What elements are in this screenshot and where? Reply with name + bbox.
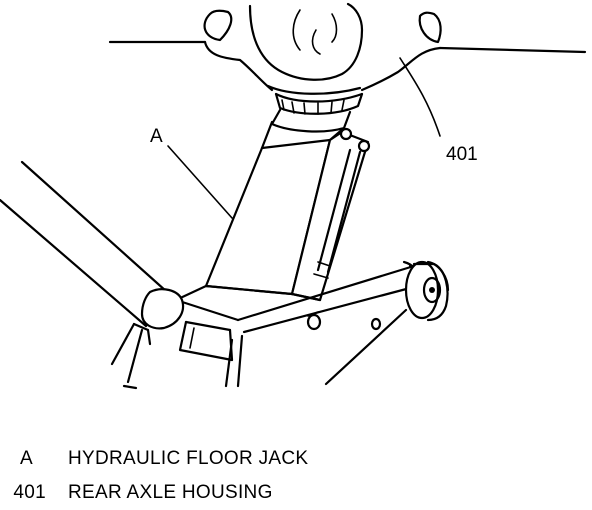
jack-diagram: A 401 bbox=[0, 2, 587, 390]
jack-wheel bbox=[404, 260, 450, 322]
callout-label-401: 401 bbox=[446, 144, 478, 165]
jack-frame bbox=[110, 260, 422, 390]
rear-axle-housing bbox=[108, 2, 587, 95]
jack-handle bbox=[0, 160, 185, 330]
callout-leader-401 bbox=[399, 57, 441, 137]
legend-key: 401 bbox=[13, 482, 46, 503]
legend-key: A bbox=[20, 448, 33, 469]
callout-leader-a bbox=[167, 145, 233, 219]
legend-row: A HYDRAULIC FLOOR JACK bbox=[0, 444, 592, 474]
ground-line bbox=[324, 308, 408, 386]
legend-row: 401 REAR AXLE HOUSING bbox=[0, 478, 592, 508]
legend-description: REAR AXLE HOUSING bbox=[68, 482, 273, 503]
jack-saddle bbox=[270, 92, 364, 133]
callout-label-a: A bbox=[150, 126, 163, 147]
jack-lift-arm bbox=[204, 120, 371, 302]
legend-description: HYDRAULIC FLOOR JACK bbox=[68, 448, 309, 469]
